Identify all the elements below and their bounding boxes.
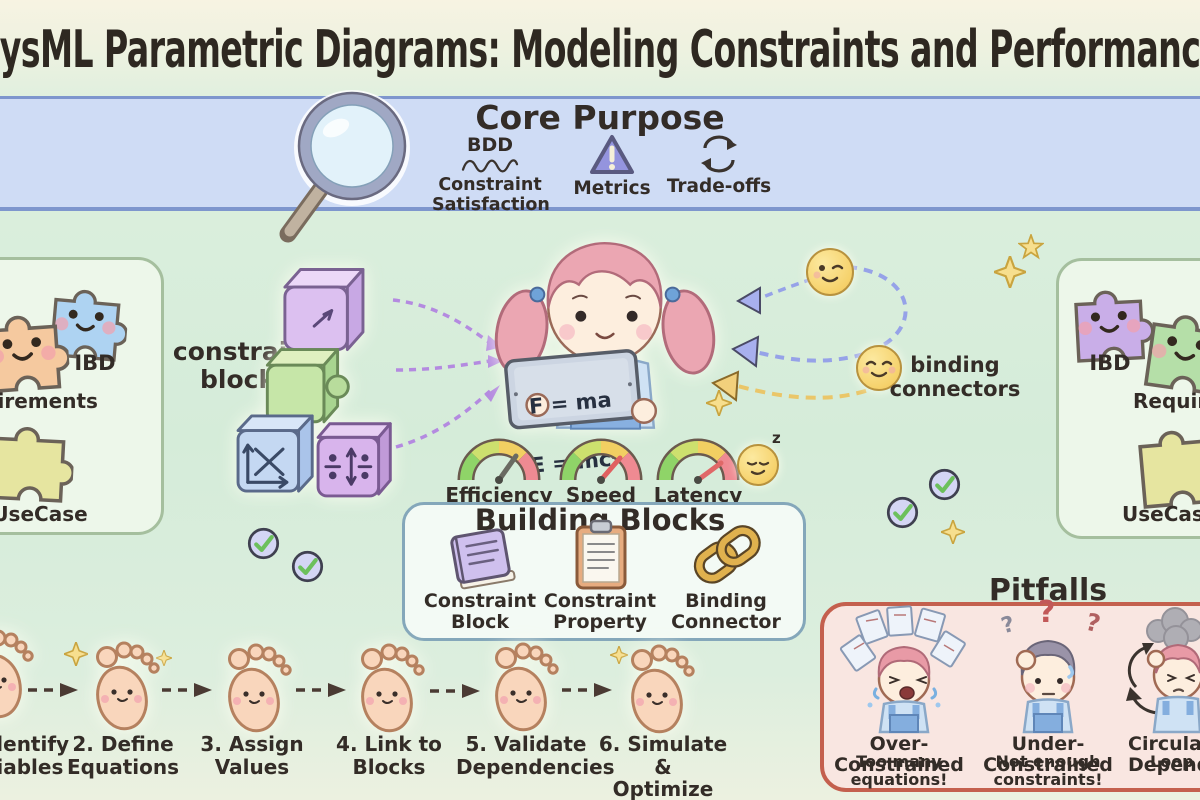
gauge-efficiency: Efficiency [437, 430, 561, 507]
gauge-speed-label: Speed [565, 483, 637, 507]
metrics-label: Metrics [573, 178, 651, 199]
girl-character [494, 241, 716, 430]
emoji-smile-icon [856, 345, 902, 391]
step-3-label: 3. Assign Values [200, 732, 304, 779]
step-5-label: 5. Validate Dependencies [456, 732, 615, 779]
left-requirements-label: Requirements [0, 389, 98, 413]
pitfall-3-title: Circular Dependency [1128, 733, 1200, 777]
sparkle-icon [706, 390, 732, 416]
step-arrow [162, 683, 212, 697]
puzzle-piece-requirements-left [0, 297, 71, 395]
pitfall-2-title: Under-Constrained [983, 733, 1113, 777]
clipboard-icon [575, 519, 627, 590]
checkmark-icon [928, 468, 961, 501]
pitfalls-heading: Pitfalls [988, 573, 1108, 608]
warning-triangle-icon [590, 135, 634, 174]
checkmark-icon [247, 527, 280, 560]
binding-connectors-label: binding connectors [889, 353, 1021, 401]
footprint-icon [224, 642, 292, 734]
emoji-wink-icon [806, 248, 854, 296]
gauge-icon [654, 430, 742, 484]
constraint-block-label: Constraint Block [423, 590, 537, 634]
puzzle-piece-usecase-left [0, 410, 76, 505]
core-purpose-heading: Core Purpose [475, 98, 725, 137]
puzzle-piece-requirements-right [1134, 294, 1200, 398]
gauge-efficiency-label: Efficiency [445, 483, 553, 507]
pitfall-3-subtitle: Loop detected! [1150, 752, 1200, 771]
gauge-latency: Latency [638, 430, 758, 507]
right-ibd-label: IBD [1089, 351, 1131, 375]
gauge-latency-label: Latency [653, 483, 743, 507]
sparkle-icon [610, 646, 628, 664]
sparkle-icon [941, 520, 965, 544]
gauge-icon [557, 430, 645, 484]
squiggle-icon [461, 159, 519, 173]
checkmark-icon [886, 496, 919, 529]
step-arrow [28, 683, 78, 697]
tradeoffs-label: Trade-offs [666, 176, 772, 197]
equation-line1: F = ma [528, 387, 613, 420]
bdd-constraint-group: BDD Constraint Satisfaction [432, 134, 550, 216]
page-title: ysML Parametric Diagrams: Modeling Const… [0, 20, 1200, 80]
sleep-z-glyph: z [772, 429, 781, 447]
step-4-label: 4. Link to Blocks [336, 732, 442, 779]
checkmark-icon [291, 550, 324, 583]
metrics-group: Metrics [566, 134, 658, 200]
step-arrow [562, 683, 612, 697]
constraint-satisfaction-label: Constraint Satisfaction [432, 175, 550, 216]
question-mark-glyph: ? [1038, 595, 1056, 630]
footprint-icon [0, 628, 34, 720]
pitfall-1-title: Over-Constrained [834, 733, 964, 777]
footprint-icon [357, 642, 425, 734]
bdd-label: BDD [466, 134, 514, 156]
right-requirements-label: Requirements [1133, 389, 1200, 413]
left-usecase-label: UseCase [0, 502, 88, 526]
step-arrow [430, 684, 480, 698]
binding-connector-label: Binding Connector [671, 590, 781, 634]
cube-stack-icon [236, 268, 392, 498]
puzzle-piece-usecase-right [1126, 411, 1200, 511]
sparkle-icon [64, 642, 88, 666]
step-arrow [296, 683, 346, 697]
emoji-sleepy-icon [737, 444, 779, 486]
tradeoffs-group: Trade-offs [664, 133, 774, 198]
sparkle-icon [994, 256, 1026, 288]
chain-link-icon [693, 525, 761, 584]
footprint-icon [491, 641, 559, 733]
core-purpose-band [0, 96, 1200, 211]
footprint-icon [627, 643, 695, 735]
constraint-property-label: Constraint Property [543, 590, 657, 634]
pitfalls-figures [839, 605, 1200, 734]
step-2-label: 2. Define Equations [66, 732, 179, 779]
left-ibd-label: IBD [74, 351, 116, 375]
step-1-label: 1. Identify Variables [0, 732, 70, 779]
footprint-icon [92, 640, 160, 732]
book-icon [450, 528, 516, 590]
cycle-arrows-icon [701, 135, 737, 173]
pitfall-2-subtitle: Not enough constraints! [993, 752, 1103, 790]
right-usecase-label: UseCase [1122, 502, 1200, 526]
gauge-icon [455, 430, 543, 484]
gauge-speed: Speed [541, 430, 661, 507]
pitfall-1-subtitle: Too many equations! [850, 752, 948, 790]
step-6-label: 6. Simulate & Optimize [598, 732, 728, 800]
magnifier-icon [279, 90, 410, 243]
